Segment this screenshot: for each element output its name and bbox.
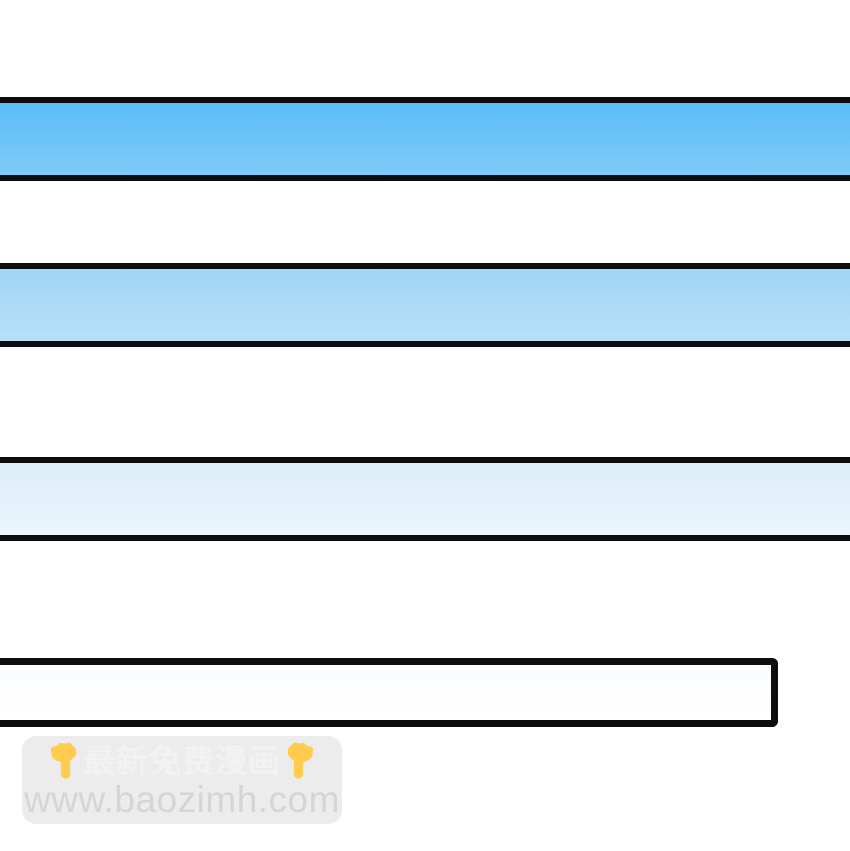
watermark-line1: 最新免费漫画 — [49, 741, 315, 781]
manga-panel-2 — [0, 263, 850, 347]
manga-panel-1 — [0, 97, 850, 181]
manga-panel-4 — [0, 658, 778, 727]
pointing-down-icon — [46, 739, 83, 783]
watermark-url: www.baozimh.com — [24, 779, 340, 820]
watermark-title: 最新免费漫画 — [82, 743, 281, 779]
pointing-down-icon — [280, 739, 317, 783]
watermark-badge: 最新免费漫画 www.baozimh.com — [22, 736, 342, 824]
manga-panel-3 — [0, 457, 850, 541]
